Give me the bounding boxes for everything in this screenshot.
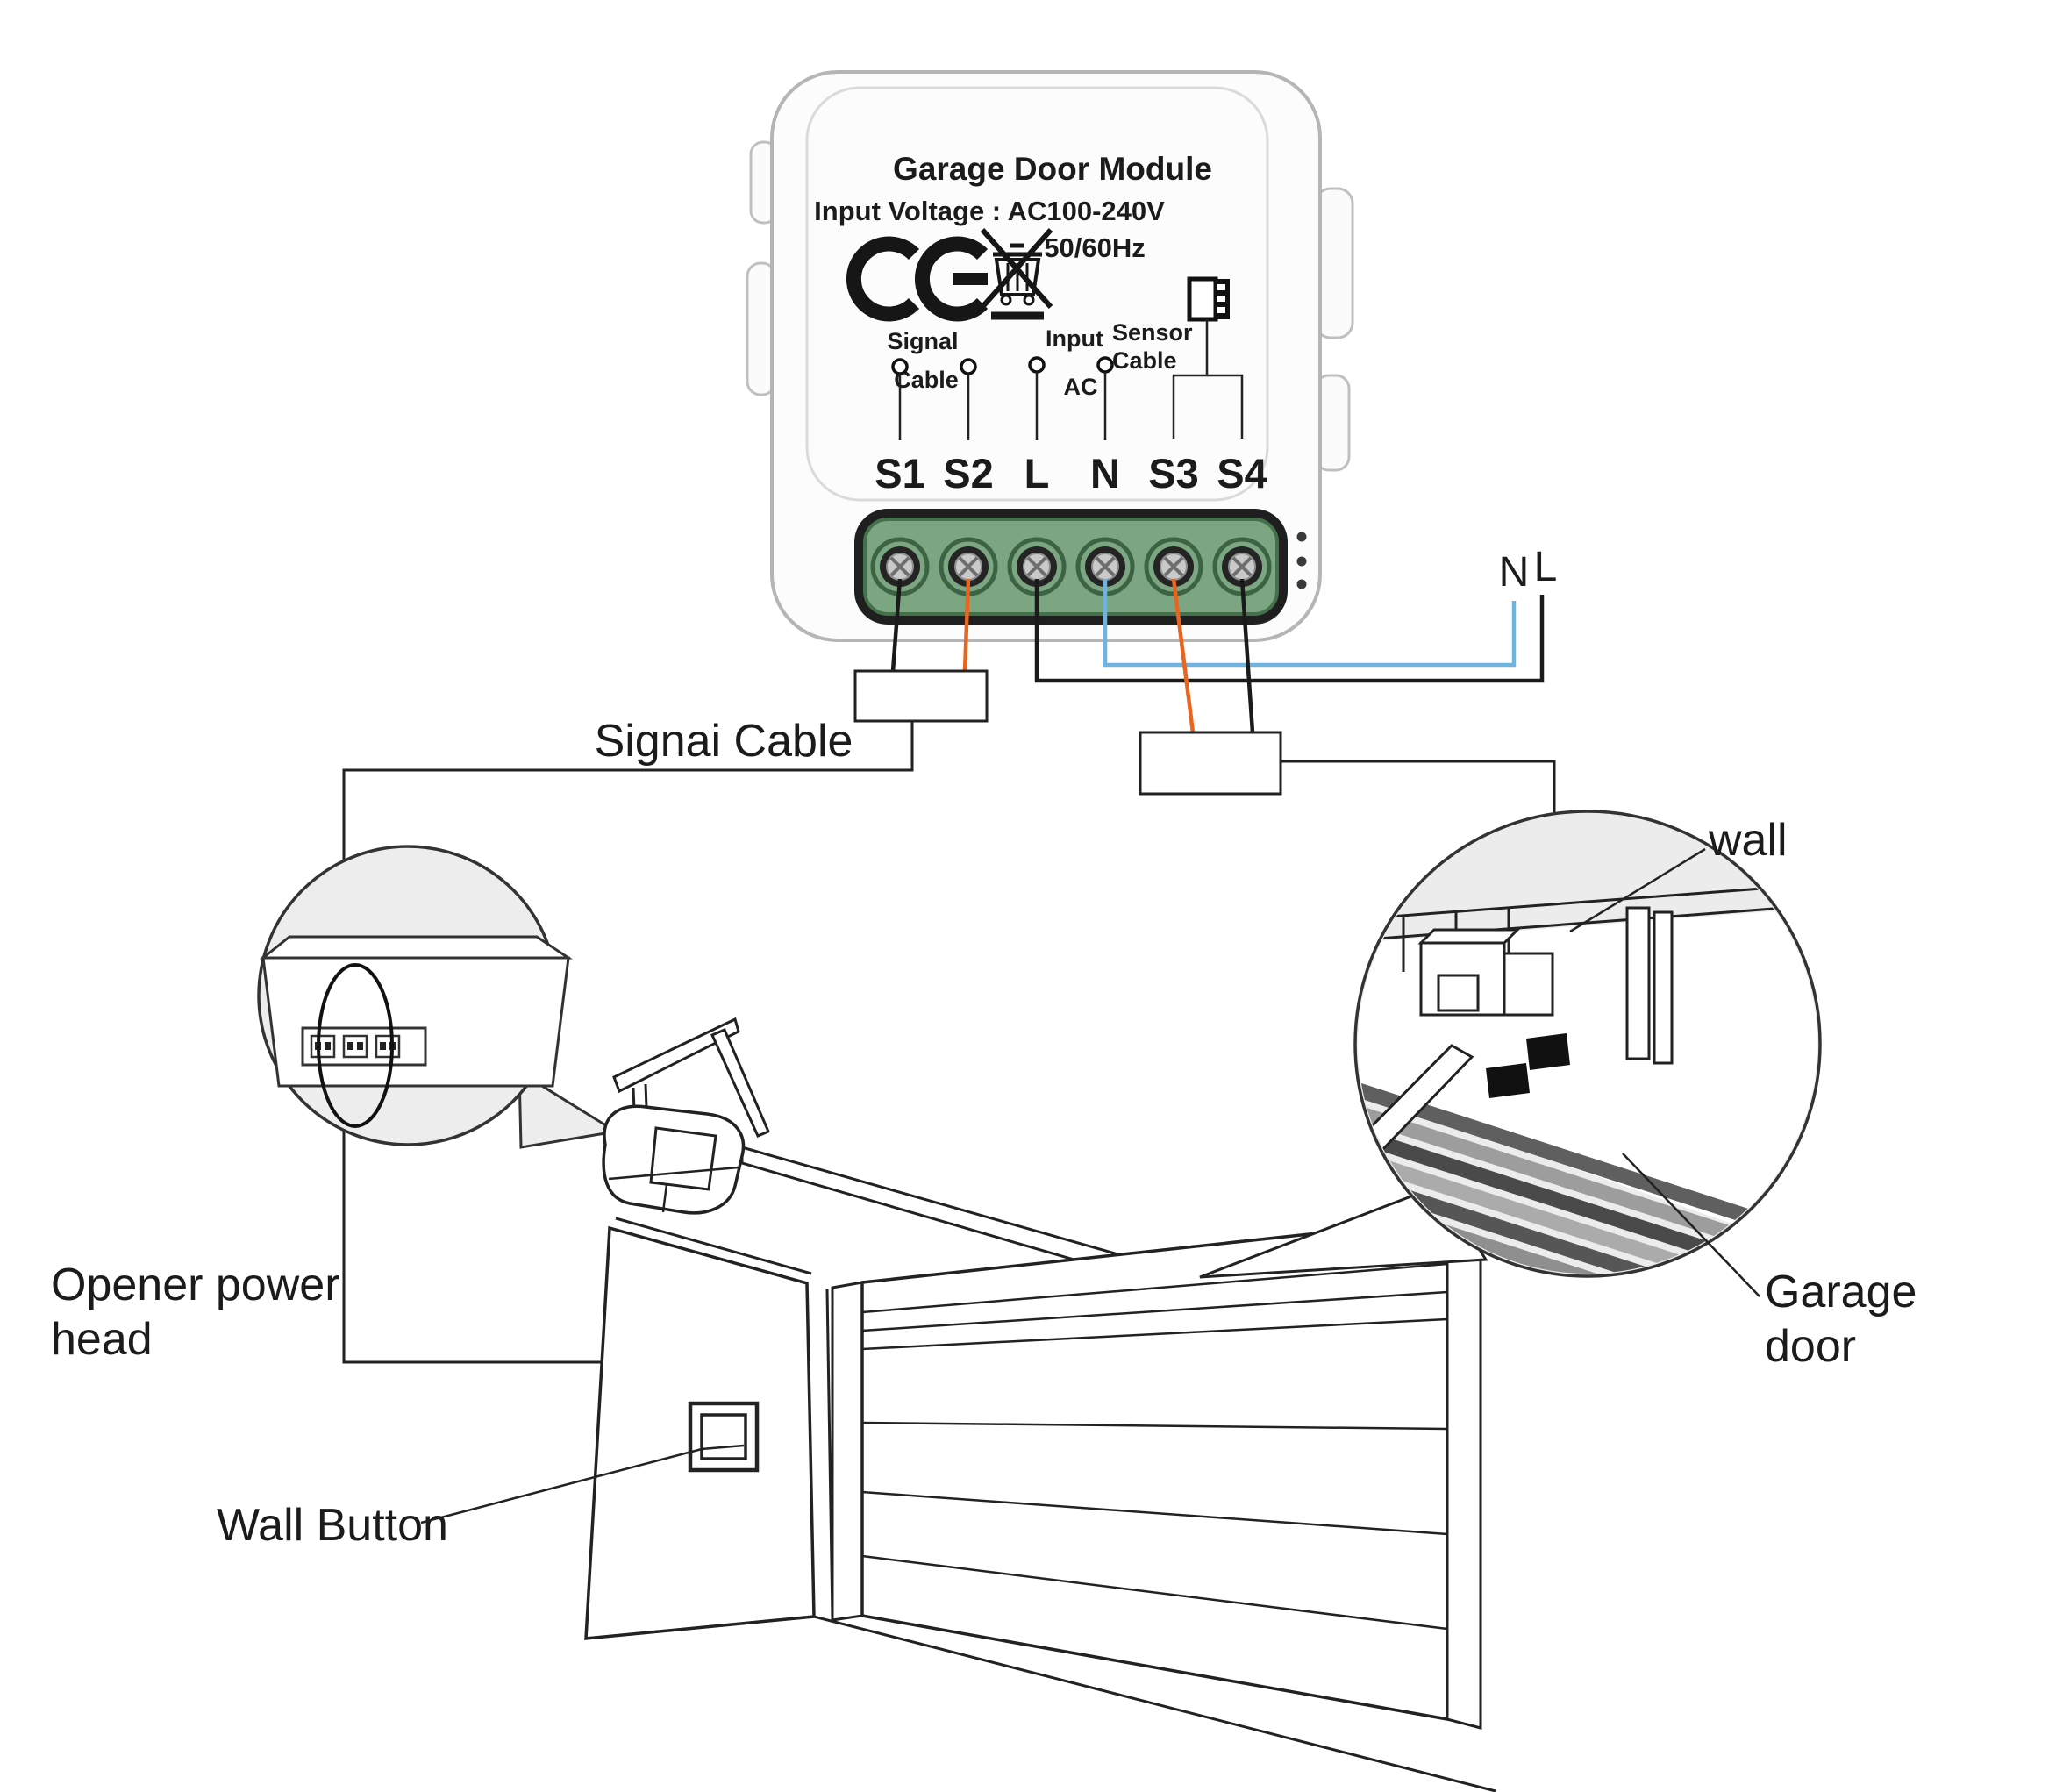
wire-s2-orange <box>962 578 971 672</box>
opener-label-line1: Opener power <box>51 1260 340 1310</box>
mains-n-label: N <box>1499 549 1530 596</box>
pin-marker-s1 <box>891 358 909 375</box>
ce-mark-icon <box>846 236 989 322</box>
sensor-lead-s4 <box>1207 374 1244 439</box>
opener-callout-tail <box>518 1069 620 1149</box>
opener-terminal-1 <box>310 1034 336 1059</box>
wall-button-leader <box>420 1444 745 1524</box>
sensor-lead-s3 <box>1172 319 1209 439</box>
terminal-screw-n <box>1075 537 1135 596</box>
terminal-label-s2: S2 <box>943 450 994 496</box>
wall-callout <box>1199 810 1822 1279</box>
wall-batten-2 <box>1653 910 1674 1065</box>
wire-s1-black <box>890 578 903 672</box>
mains-l-label: L <box>1534 544 1558 590</box>
module-sensor-word2: Cable <box>1112 347 1177 374</box>
annotation-labels: Opener power head Wall Button wall Garag… <box>51 815 1917 1551</box>
terminal-screw-s2 <box>939 537 998 596</box>
sensor-plug-icon <box>1187 276 1230 322</box>
garage-door-label-line1: Garage <box>1765 1267 1917 1317</box>
module-sensor-word1: Sensor <box>1112 319 1193 346</box>
wire-s4-black <box>1239 578 1255 733</box>
wall-label: wall <box>1708 815 1788 866</box>
garage-scene <box>584 1017 1496 1792</box>
module-input-word: Input <box>1046 325 1103 352</box>
module-voltage: Input Voltage : AC100-240V <box>814 196 1165 226</box>
terminal-label-s1: S1 <box>875 450 925 496</box>
wall-button-label: Wall Button <box>217 1500 448 1551</box>
signal-cable-label: Signai Cable <box>595 716 853 767</box>
garage-door-label-line2: door <box>1765 1321 1856 1372</box>
sensor-connector-box <box>1139 731 1282 796</box>
wiring: Signai Cable N L <box>342 544 1558 1405</box>
terminal-screw-s1 <box>870 537 930 596</box>
terminal-label-s4: S4 <box>1217 450 1267 496</box>
wall-button <box>688 1401 760 1473</box>
garage-door-leader <box>1622 1153 1760 1297</box>
module-title: Garage Door Module <box>893 151 1212 187</box>
pin-marker-n <box>1096 356 1114 374</box>
module-face-line <box>805 86 1269 502</box>
module-ac-word: AC <box>1064 374 1098 400</box>
wall-leader <box>1569 847 1706 933</box>
terminal-label-l: L <box>1024 450 1050 496</box>
door-sensor <box>1486 1033 1570 1098</box>
terminal-screw-s4 <box>1212 537 1272 596</box>
terminal-screw-l <box>1007 537 1067 596</box>
module-frequency: 50/60Hz <box>1044 232 1145 263</box>
wire-l-black <box>1034 579 1545 683</box>
terminal-screw-s3 <box>1144 537 1203 596</box>
wall-batten-1 <box>1625 906 1651 1060</box>
opener-callout <box>257 845 620 1149</box>
terminal-screws <box>870 537 1272 596</box>
pin-marker-s2 <box>960 358 977 375</box>
opener-label-line2: head <box>51 1314 153 1365</box>
opener-terminal-3 <box>375 1034 401 1059</box>
garage-door <box>831 1211 1482 1730</box>
wire-n-blue <box>1103 579 1517 668</box>
module-body <box>770 70 1322 642</box>
pin-marker-l <box>1028 356 1046 374</box>
rail-wall-bracket <box>1417 928 1554 1017</box>
opener-power-head <box>602 1104 746 1215</box>
terminal-label-s3: S3 <box>1148 450 1199 496</box>
weee-bin-icon <box>980 228 1053 320</box>
terminal-label-n: N <box>1090 450 1120 496</box>
wire-s3-orange <box>1171 578 1196 733</box>
floor-line <box>585 1615 1496 1792</box>
module-indicator-dots <box>1296 532 1307 589</box>
garage-door-module: Garage Door Module Input Voltage : AC100… <box>746 70 1354 642</box>
opener-back-panel <box>259 935 573 1128</box>
terminal-highlight-oval <box>317 963 394 1128</box>
opener-terminal-2 <box>342 1034 368 1059</box>
signal-connector-box <box>853 669 989 723</box>
module-signal-word1: Signal <box>887 328 958 354</box>
